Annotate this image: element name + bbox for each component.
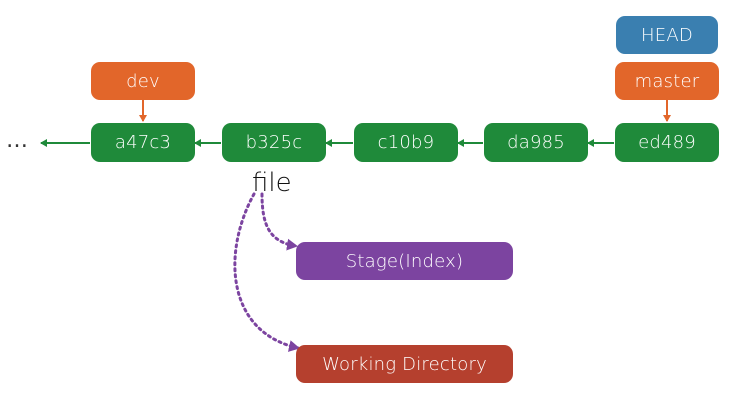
branch-master: master — [615, 62, 719, 100]
commit-node: a47c3 — [91, 123, 195, 162]
file-to-stage-link — [260, 192, 298, 251]
history-ellipsis: … — [6, 128, 32, 153]
commit-node: b325c — [222, 123, 326, 162]
branch-dev: dev — [91, 62, 195, 100]
commit-node: c10b9 — [354, 123, 458, 162]
file-label: file — [252, 168, 292, 198]
file-to-working-directory-link — [233, 192, 300, 352]
commit-node: ed489 — [615, 123, 719, 162]
head-pointer: HEAD — [616, 16, 718, 54]
commit-node: da985 — [484, 123, 588, 162]
stage-index-area: Stage(Index) — [296, 242, 513, 280]
working-directory-area: Working Directory — [296, 345, 513, 383]
